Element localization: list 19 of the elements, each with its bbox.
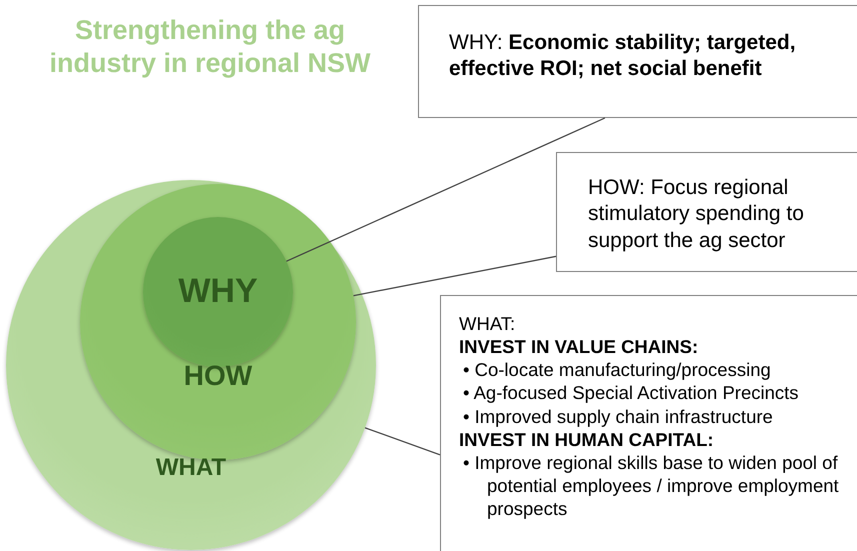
bullet-item: • Ag-focused Special Activation Precincts xyxy=(462,381,800,404)
leader-line xyxy=(353,256,556,296)
callout-text: WHY: Economic stability; targeted, effective ROI; net social benefit xyxy=(449,30,797,82)
callout-box xyxy=(440,295,857,551)
circle-label: WHAT xyxy=(156,454,226,482)
circle-label: HOW xyxy=(184,360,252,392)
callout-box xyxy=(556,152,857,272)
circle-label: WHY xyxy=(178,272,258,311)
diagram-title: Strengthening the ag industry in regional NSW xyxy=(48,14,372,80)
bullet-item: • Co-locate manufacturing/processing xyxy=(462,358,772,382)
bullet-item: • Improved supply chain infrastructure xyxy=(462,404,774,428)
callout-text: HOW: Focus regional stimulatory spending to support the ag sector xyxy=(588,175,805,254)
leader-line xyxy=(286,117,606,262)
section-heading: INVEST IN VALUE CHAINS: xyxy=(459,335,700,358)
bullet-item: • Improve regional skills base to widen pool of potential employees / improve employment prospects xyxy=(462,450,840,520)
section-heading: INVEST IN HUMAN CAPITAL: xyxy=(459,428,715,451)
leader-line xyxy=(364,427,440,456)
callout-heading: WHAT: xyxy=(459,312,516,336)
callout-box xyxy=(418,5,857,118)
